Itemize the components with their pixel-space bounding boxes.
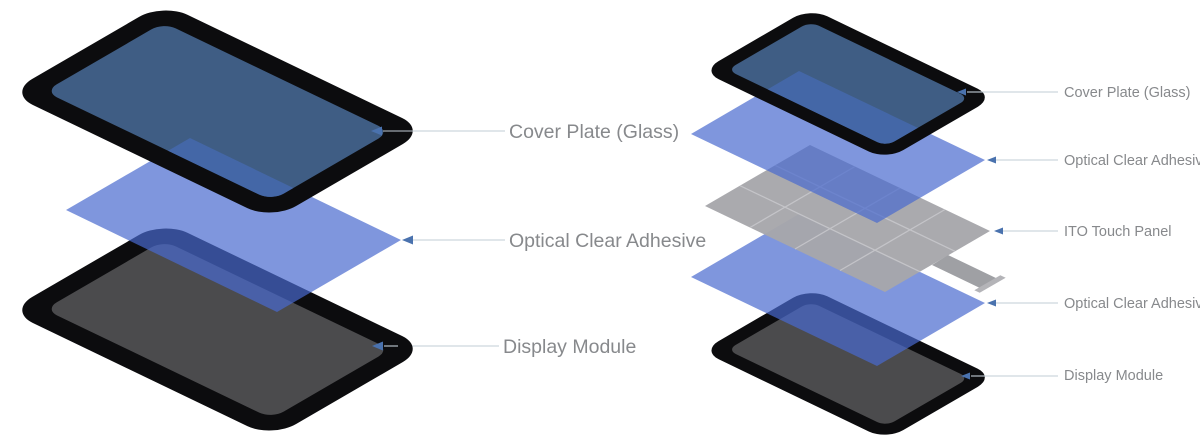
labels: Cover Plate (Glass) Optical Clear Adhesi…	[503, 85, 1200, 384]
ito-connector-bar	[974, 275, 1006, 293]
label-ito-right: ITO Touch Panel	[1064, 224, 1171, 240]
label-cover-plate-left: Cover Plate (Glass)	[509, 121, 679, 143]
ito-touch-panel	[705, 145, 1006, 293]
oca-sheet-top-right	[691, 71, 985, 223]
arrowhead-oca-top-right	[987, 156, 996, 164]
arrowhead-ito-right	[994, 227, 1003, 235]
display-module-layer-right	[711, 293, 985, 435]
cover-plate-surface-right	[732, 24, 965, 144]
arrowhead-oca-bottom-right	[987, 299, 996, 307]
cover-plate-layer-right	[711, 13, 985, 155]
oca-sheet-bottom-right	[691, 214, 985, 366]
label-cover-plate-right: Cover Plate (Glass)	[1064, 85, 1191, 101]
arrowhead-cover-plate-left	[371, 126, 382, 136]
arrowhead-display-left	[372, 341, 383, 351]
label-display-left: Display Module	[503, 336, 636, 358]
label-oca-left: Optical Clear Adhesive	[509, 230, 706, 252]
cover-plate-layer-left	[22, 10, 413, 213]
label-oca-bottom-right: Optical Clear Adhesive	[1064, 296, 1200, 312]
display-module-layer-left	[22, 228, 413, 431]
ito-grid-lines	[739, 164, 956, 273]
arrowhead-cover-plate-right	[957, 88, 966, 96]
oca-sheet-left	[66, 138, 401, 312]
display-surface-left	[51, 244, 384, 415]
label-display-right: Display Module	[1064, 368, 1163, 384]
right-stack	[691, 13, 1006, 435]
left-stack	[22, 10, 413, 431]
label-oca-top-right: Optical Clear Adhesive	[1064, 153, 1200, 169]
cover-plate-surface-left	[51, 26, 384, 197]
display-surface-right	[732, 304, 965, 424]
arrowhead-oca-left	[402, 235, 413, 245]
ito-flex-tail	[932, 255, 998, 289]
arrowhead-display-right	[961, 372, 970, 380]
callout-arrows	[371, 88, 1003, 380]
